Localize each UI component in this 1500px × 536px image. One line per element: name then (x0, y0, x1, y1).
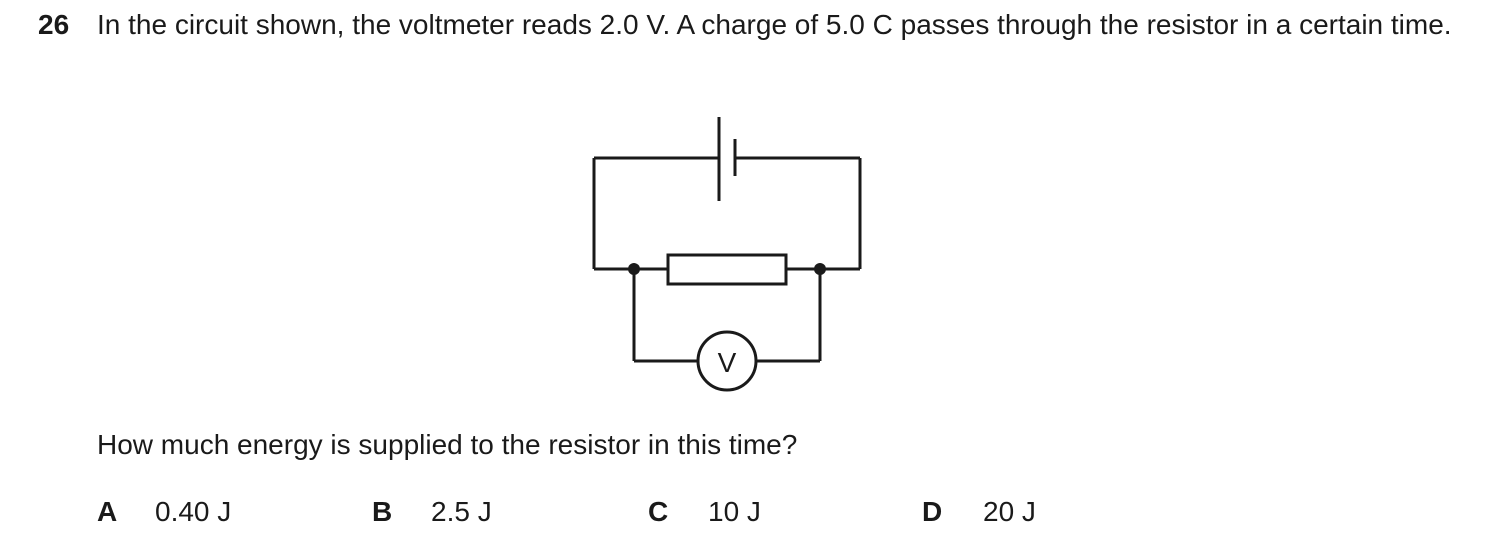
option-b[interactable]: B 2.5 J (372, 495, 492, 529)
voltmeter (696, 330, 758, 392)
question-stem: In the circuit shown, the voltmeter read… (97, 9, 1452, 40)
option-c[interactable]: C 10 J (648, 495, 761, 529)
option-letter: C (648, 496, 669, 527)
option-value: 0.40 J (155, 496, 232, 527)
resistor (666, 253, 788, 286)
option-value: 20 J (983, 496, 1036, 527)
junction-left (628, 263, 640, 275)
option-letter: A (97, 496, 118, 527)
voltmeter-label: V (718, 347, 737, 378)
option-d[interactable]: D 20 J (922, 495, 1036, 529)
option-value: 2.5 J (431, 496, 492, 527)
option-letter: D (922, 496, 943, 527)
circuit-diagram: V (592, 117, 862, 392)
option-letter: B (372, 496, 393, 527)
junction-right (814, 263, 826, 275)
question-prompt: How much energy is supplied to the resis… (97, 429, 798, 460)
option-a[interactable]: A 0.40 J (97, 495, 231, 529)
option-value: 10 J (708, 496, 761, 527)
question-number: 26 (38, 9, 70, 40)
